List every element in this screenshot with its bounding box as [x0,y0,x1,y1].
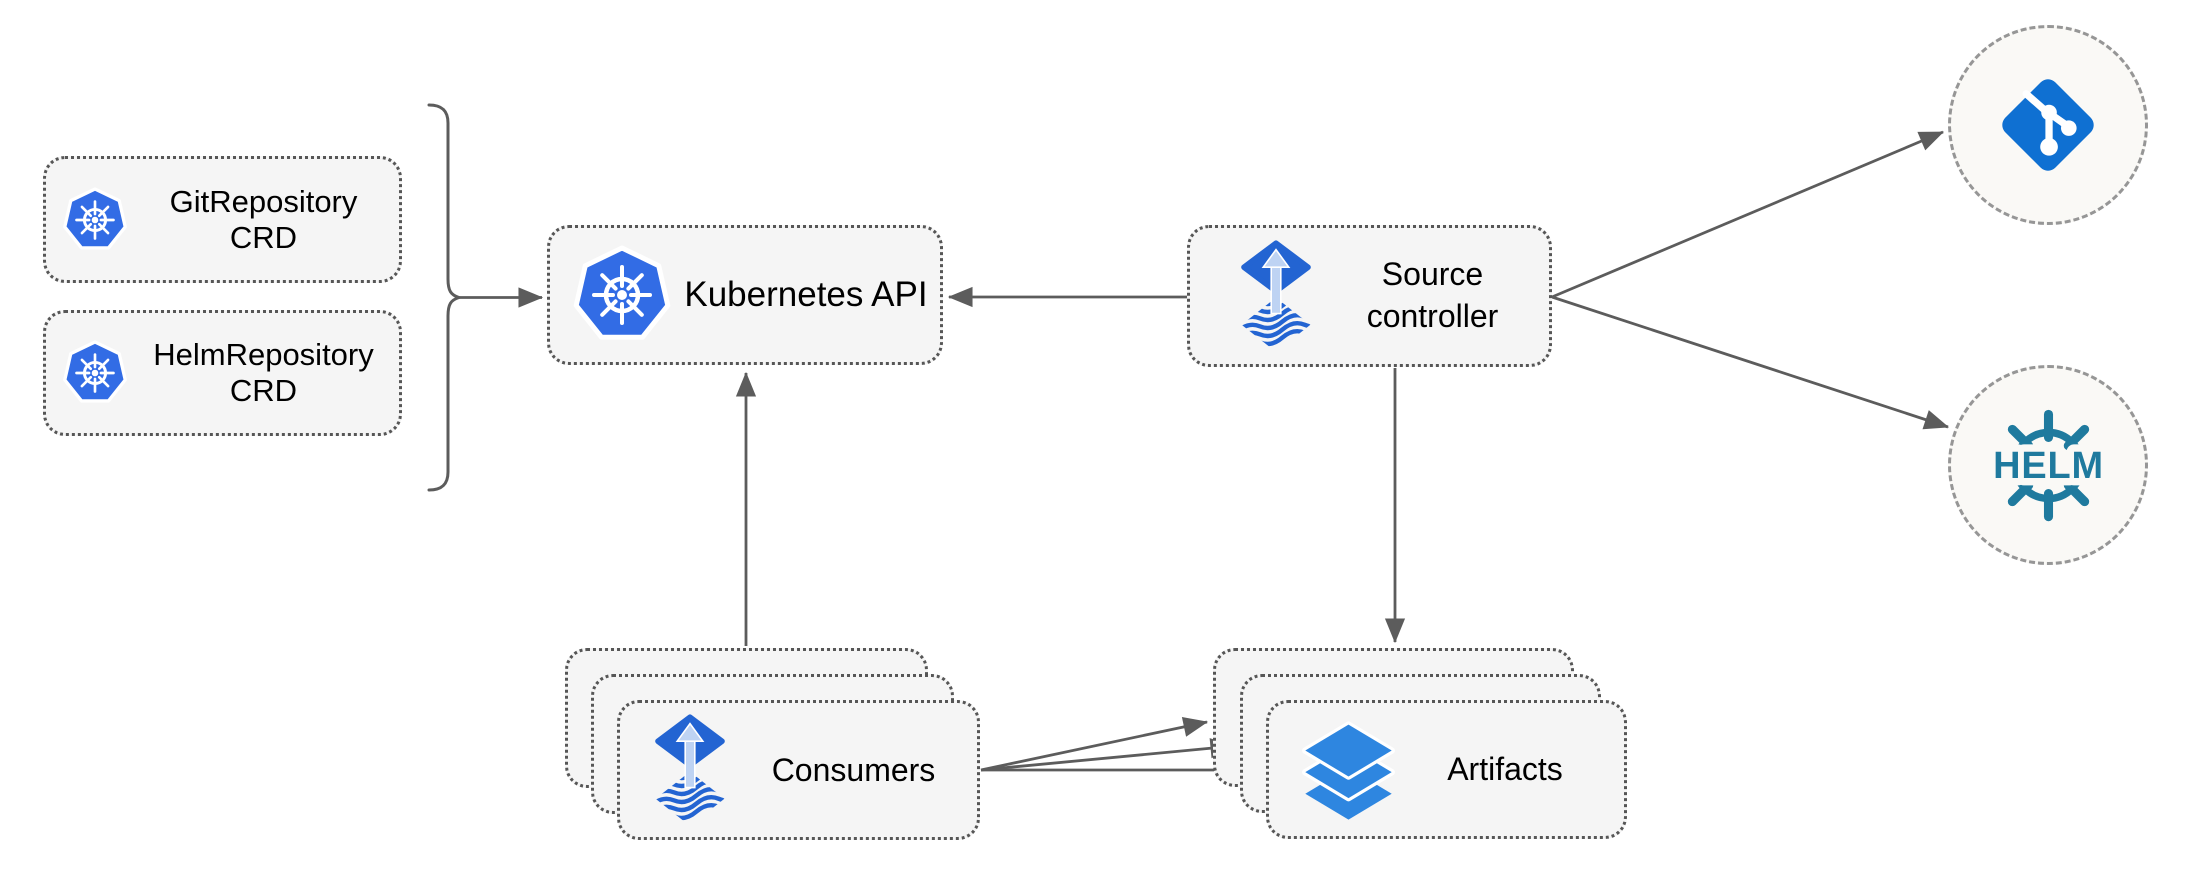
node-gitrepository-crd: GitRepository CRD [43,156,402,283]
node-kubernetes-api: Kubernetes API [547,225,943,365]
arrow-consumers-to-artifacts-2 [980,738,1236,772]
node-consumers: Consumers [617,700,980,840]
layers-icon [1291,716,1406,824]
node-label: Kubernetes API [684,275,928,314]
arrow-consumers-to-artifacts-1 [980,717,1209,772]
helm-icon: HELM [1966,383,2131,548]
node-source-controller: Source controller [1187,225,1552,367]
endpoint-helm: HELM [1948,365,2148,565]
flux-icon [1236,240,1316,352]
flux-icon [650,714,730,826]
node-label: Source controller [1366,256,1499,334]
node-label: Consumers [771,751,936,788]
node-label: Artifacts [1447,751,1563,787]
git-icon [1996,73,2100,177]
kubernetes-icon [572,245,672,345]
node-helmrepository-crd: HelmRepository CRD [43,310,402,436]
arrow-source-controller-to-git [1551,130,1945,299]
crd-group-bracket [427,103,465,492]
kubernetes-icon [62,186,128,253]
node-artifacts: Artifacts [1266,700,1627,839]
node-label: GitRepository CRD [169,183,358,255]
helm-logo-text: HELM [1993,444,2104,486]
kubernetes-icon [62,340,128,406]
endpoint-git [1948,25,2148,225]
node-label: HelmRepository CRD [153,337,374,408]
arrow-source-controller-to-helm [1551,295,1950,430]
